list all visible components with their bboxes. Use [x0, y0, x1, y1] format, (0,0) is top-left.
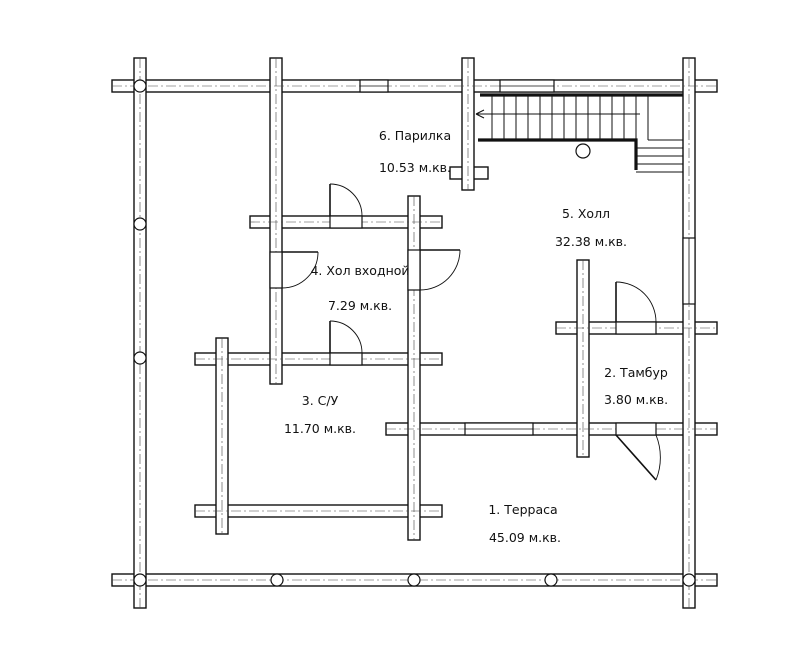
staircase: [475, 93, 683, 173]
node: [270, 573, 284, 587]
room-area-steam-room: 10.53 м.кв.: [379, 160, 451, 175]
door-terrace: [615, 422, 661, 481]
room-area-wc: 11.70 м.кв.: [284, 421, 356, 436]
room-number-vestibule: 2. Тамбур: [604, 365, 668, 380]
stair-steps-upper: [491, 95, 649, 140]
room-number-terrace: 1. Терраса: [488, 502, 557, 517]
node: [133, 79, 147, 93]
node: [407, 573, 421, 587]
door-vestibule: [615, 281, 657, 335]
door-entrance-hall-right: [407, 249, 461, 291]
window-hall-bottom: [464, 422, 534, 436]
windows: [359, 79, 696, 436]
room-number-entrance-hall: 4. Хол входной: [310, 263, 409, 278]
room-area-vestibule: 3.80 м.кв.: [604, 392, 668, 407]
room-number-hall: 5. Холл: [562, 206, 610, 221]
door-entrance-hall-left: [269, 251, 319, 289]
door-steam-room: [329, 183, 363, 229]
room-area-hall: 32.38 м.кв.: [555, 234, 627, 249]
node: [133, 217, 147, 231]
node: [682, 573, 696, 587]
doors: [269, 183, 661, 481]
window-top-right: [499, 79, 555, 93]
room-labels: 6. Парилка 10.53 м.кв. 5. Холл 32.38 м.к…: [284, 128, 668, 545]
room-number-wc: 3. С/У: [302, 393, 339, 408]
window-top-left: [359, 79, 389, 93]
stair-steps-lower: [636, 139, 683, 173]
room-area-entrance-hall: 7.29 м.кв.: [328, 298, 392, 313]
room-number-steam-room: 6. Парилка: [379, 128, 451, 143]
window-right-wall: [682, 237, 696, 305]
node: [133, 573, 147, 587]
node: [133, 351, 147, 365]
stove-flue: [575, 143, 591, 159]
node: [544, 573, 558, 587]
door-wc: [329, 320, 363, 366]
log-nodes: [133, 79, 696, 587]
room-area-terrace: 45.09 м.кв.: [489, 530, 561, 545]
